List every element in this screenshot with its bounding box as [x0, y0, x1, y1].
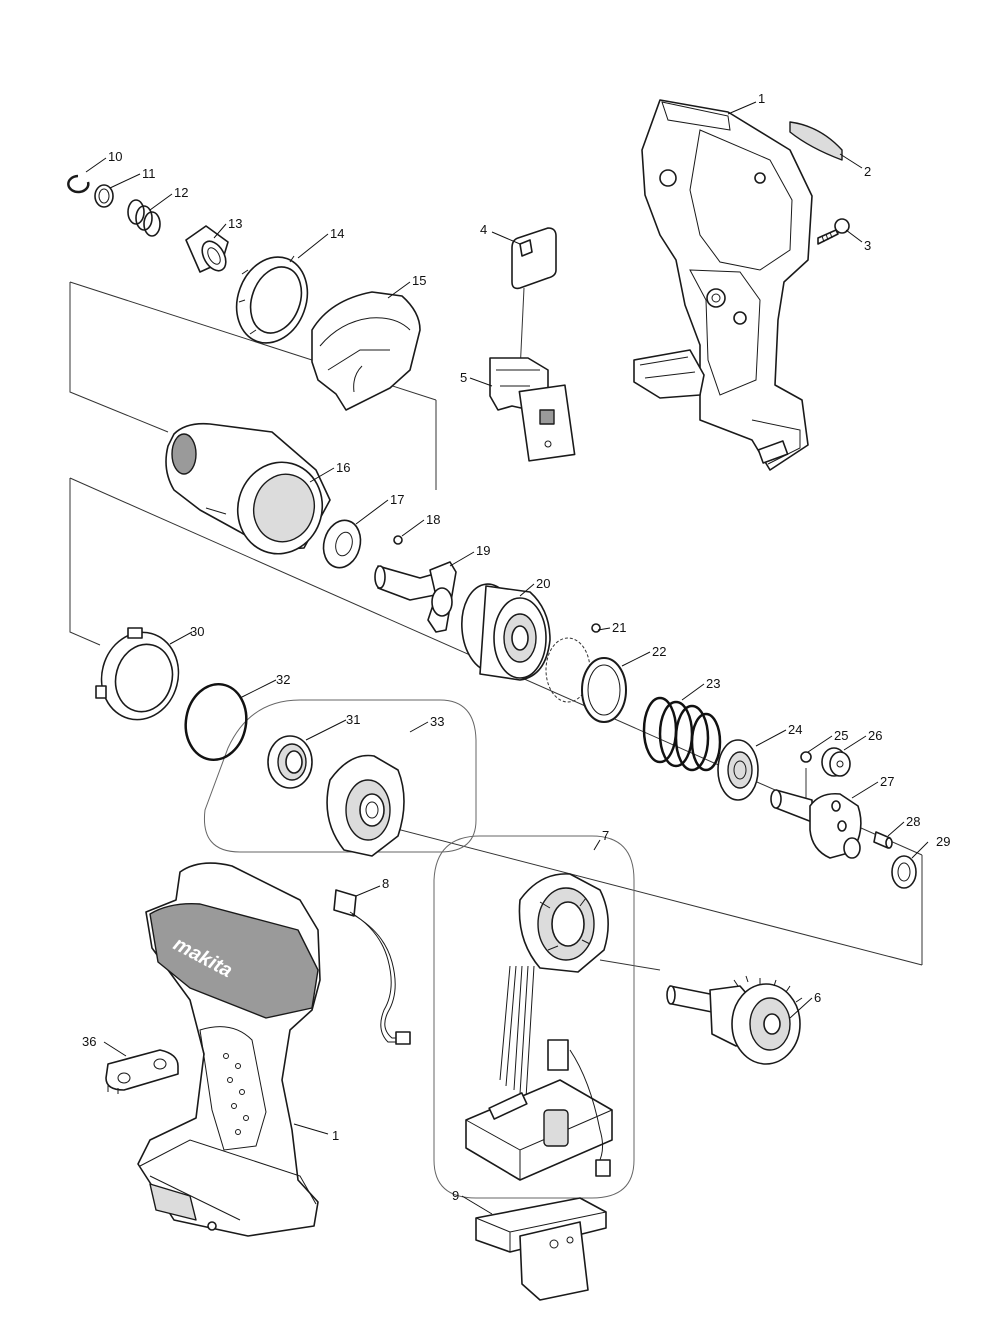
callout-8: 8	[382, 876, 389, 891]
callout-6: 6	[814, 990, 821, 1005]
callout-14: 14	[330, 226, 344, 241]
callout-20: 20	[536, 576, 550, 591]
callout-1-top: 1	[758, 91, 765, 106]
callout-15: 15	[412, 273, 426, 288]
callout-10: 10	[108, 149, 122, 164]
controller-assembly	[465, 873, 613, 1181]
ball-bearing	[267, 735, 313, 789]
callout-5: 5	[460, 370, 467, 385]
hook-plate	[105, 1049, 179, 1094]
callout-21: 21	[612, 620, 626, 635]
lead-wire	[333, 889, 411, 1045]
callout-29: 29	[936, 834, 950, 849]
callout-4: 4	[480, 222, 487, 237]
compression-spring-23	[642, 696, 722, 772]
callout-27: 27	[880, 774, 894, 789]
callout-19: 19	[476, 543, 490, 558]
spur-gear	[821, 747, 851, 777]
hammer-case	[165, 422, 331, 555]
callout-30: 30	[190, 624, 204, 639]
callout-24: 24	[788, 722, 802, 737]
switch-unit	[489, 357, 576, 462]
flat-washer-11	[94, 184, 114, 208]
callout-7: 7	[602, 828, 609, 843]
name-plate-label	[789, 121, 843, 161]
ring-holder	[235, 255, 309, 344]
callout-28: 28	[906, 814, 920, 829]
flat-washer-17	[322, 519, 362, 569]
callout-9: 9	[452, 1188, 459, 1203]
callout-16: 16	[336, 460, 350, 475]
internal-gear	[326, 754, 405, 857]
ring-30	[95, 627, 180, 721]
callout-18: 18	[426, 512, 440, 527]
callout-1-bottom: 1	[332, 1128, 339, 1143]
callout-32: 32	[276, 672, 290, 687]
callout-36: 36	[82, 1034, 96, 1049]
housing-half-right	[633, 99, 813, 471]
callout-23: 23	[706, 676, 720, 691]
callout-31: 31	[346, 712, 360, 727]
callout-22: 22	[652, 644, 666, 659]
front-cover-bumper	[311, 291, 421, 411]
pin	[873, 831, 893, 849]
leader-lines	[85, 101, 929, 1215]
anvil	[374, 561, 457, 633]
rotor	[666, 975, 803, 1065]
callout-25: 25	[834, 728, 848, 743]
hammer	[461, 583, 551, 681]
flat-washer-29	[891, 855, 917, 889]
housing-half-left: makita	[137, 862, 321, 1237]
callout-2: 2	[864, 164, 871, 179]
callout-labels: 1 2 3 4 5 6 7 8 9 10 11 12 13 14 15 16 1…	[82, 91, 950, 1203]
sleeve	[185, 225, 229, 273]
steel-ball-25	[800, 751, 812, 763]
flat-washer-24	[717, 739, 759, 801]
callout-17: 17	[390, 492, 404, 507]
callout-26: 26	[868, 728, 882, 743]
compression-spring-12	[127, 199, 161, 237]
retaining-ring	[67, 174, 90, 194]
callout-12: 12	[174, 185, 188, 200]
callout-3: 3	[864, 238, 871, 253]
o-ring	[184, 682, 248, 762]
group-outline-7	[433, 835, 635, 1199]
callout-11: 11	[142, 166, 156, 181]
spindle	[770, 789, 862, 859]
flat-washer-22	[581, 657, 627, 723]
terminal-plate	[475, 1197, 607, 1301]
callout-33: 33	[430, 714, 444, 729]
tapping-screw	[817, 218, 850, 245]
group-outline-33	[203, 699, 477, 853]
callout-13: 13	[228, 216, 242, 231]
steel-ball-18	[393, 535, 403, 545]
switch-trigger	[511, 227, 557, 290]
